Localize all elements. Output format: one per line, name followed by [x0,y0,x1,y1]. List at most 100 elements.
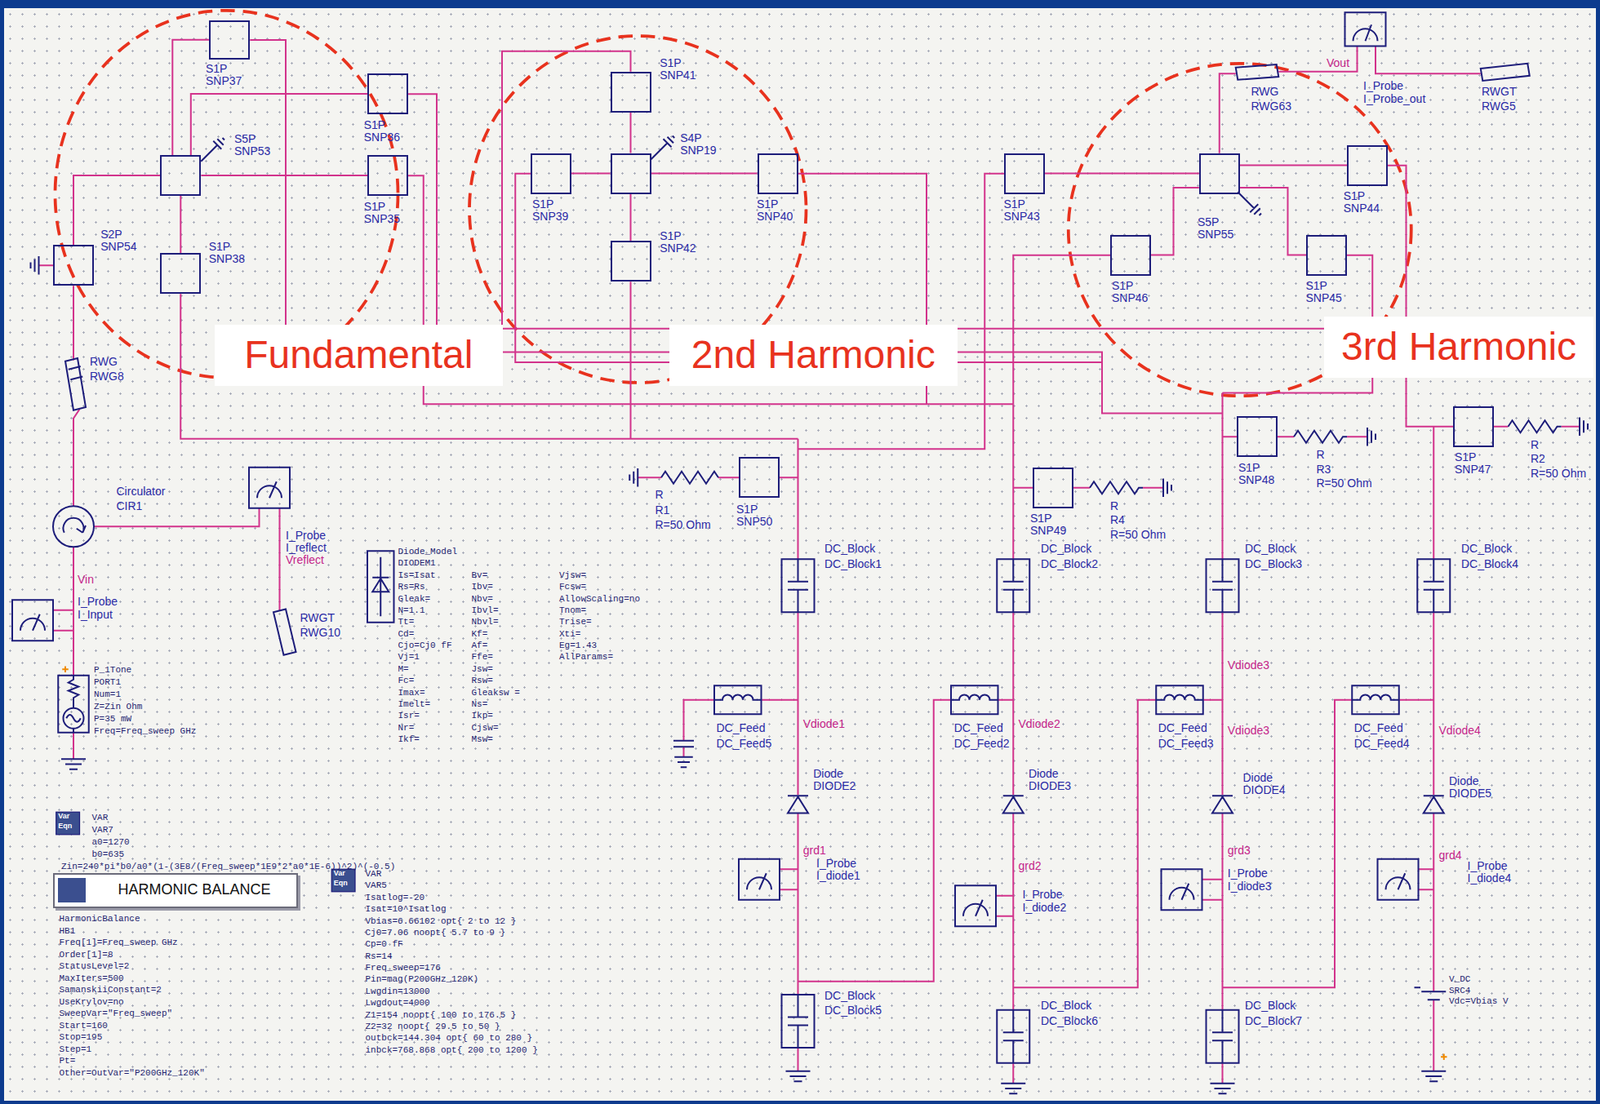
component-label: S1P [1454,451,1476,464]
parameter-text: M= [398,664,409,675]
s-parameter-block: S1PSNP45 [1306,235,1347,276]
parameter-text: Xti= [559,629,581,640]
component-symbol [1480,63,1530,81]
s-parameter-block: S5PSNP55 [1199,153,1240,195]
component-symbol [273,609,297,656]
parameter-text: Fcsw= [559,582,587,592]
component-label: RWG5 [1481,100,1516,113]
component-label: RWG63 [1251,100,1293,113]
component-label: I_Probe_out [1363,93,1426,106]
wire [180,40,1406,440]
component-label: DC_Block7 [1244,1015,1303,1028]
parameter-text: Rs=Rs [398,582,426,592]
component-label: S2P [100,228,122,241]
parameter-text: Bv= [471,570,489,581]
component-symbol [1377,859,1419,901]
component-symbol [1235,64,1280,80]
component-label: S1P [1111,280,1134,293]
component-label: SNP46 [1111,292,1148,305]
net-name: grd4 [1439,849,1463,863]
component-label: DIODE5 [1448,787,1492,800]
parameter-text: Z=Zin Ohm [93,702,143,712]
parameter-text: Nbv= [471,594,494,605]
parameter-text: Ffe= [471,652,494,663]
callout-text: 2nd Harmonic [691,332,936,378]
component-label: SNP47 [1454,463,1491,476]
component-label: DC_Block [1040,542,1092,556]
parameter-text: Fc= [398,675,415,686]
parameter-text: SweepVar="Freq_sweep" [59,1008,174,1019]
component-symbol [1212,559,1233,1064]
s-parameter-block: S4PSNP19 [610,153,652,195]
parameter-text: DIODEM1 [398,558,436,569]
s-parameter-block: S2PSNP54 [53,244,94,286]
callout-box: 2nd Harmonic [669,324,958,387]
component-symbol [1003,559,1024,1064]
simulation-controller: HARMONIC BALANCE [53,873,298,909]
parameter-text: Trise= [559,617,592,627]
harmonic-region-outline [55,10,399,378]
component-label: DC_Feed [1158,722,1208,735]
component-symbol [248,467,290,509]
parameter-text: P_1Tone [93,665,132,676]
component-label: CIR1 [116,500,143,513]
component-label: Diode [1028,768,1059,781]
wire-connector [1240,164,1347,167]
component-label: I_Probe [1467,860,1508,873]
wire [684,439,952,1072]
net-name: Vdiode3 [1227,724,1270,738]
parameter-text: Cd= [398,629,415,640]
component-label: S1P [205,62,227,76]
wire [1219,46,1481,154]
component-label: R=50 Ohm [1316,477,1373,490]
component-label: R [1110,500,1119,513]
parameter-text: Zin=240*pi*b0/a0*(1-(3E8/(Freq_sweep*1E9… [61,862,396,872]
component-symbol [738,859,780,901]
component-label: SNP41 [659,69,696,82]
component-symbol [65,358,86,411]
component-label: S1P [659,230,681,243]
parameter-text: Rsw= [471,675,494,686]
component-label: I_Probe [1227,867,1268,880]
component-label: RWGT [300,612,336,625]
component-symbol [787,795,1445,814]
component-label: DC_Block [824,990,876,1003]
parameter-text: Imax= [398,688,426,698]
parameter-text: N=1.1 [398,605,426,616]
component-label: S1P [1030,512,1052,525]
controller-title: HARMONIC BALANCE [117,882,271,899]
component-symbol [68,675,80,734]
component-symbol [1423,559,1445,613]
component-label: DC_Block3 [1244,558,1303,571]
wire [1202,393,1353,1085]
parameter-text: Order[1]=8 [59,950,114,960]
parameter-text: Isr= [398,711,420,721]
net-name: grd1 [803,844,827,858]
parameter-text: Vjsw= [559,570,587,581]
net-name: Vdiode4 [1439,724,1481,738]
parameter-text: inbck=768.868 opt{ 200 to 1200 } [365,1045,538,1056]
component-label: I_Probe [1363,80,1404,93]
component-label: S1P [532,198,554,211]
component-label: I_reflect [285,542,327,555]
component-symbol [372,557,389,618]
component-symbol [367,551,395,623]
component-label: RWG10 [300,626,342,640]
parameter-text: Ikf= [398,734,420,745]
parameter-text: Eg=1.43 [559,640,597,651]
parameter-text: outbck=144.304 opt{ 60 to 280 } [365,1033,534,1044]
component-label: RWG [1251,85,1280,98]
parameter-text: HB1 [59,926,76,937]
component-label: I_diode2 [1022,902,1067,915]
component-label: SNP36 [364,131,400,144]
net-name: Vdiode1 [803,718,845,731]
component-label: SNP48 [1238,474,1275,487]
ground-symbol [200,136,1262,217]
s-parameter-block: S1PSNP36 [367,73,409,115]
component-label: I_diode1 [816,870,861,883]
component-label: S4P [680,132,702,145]
callout-box: Fundamental [214,324,504,387]
parameter-text: Lwgdout=4000 [365,998,431,1009]
